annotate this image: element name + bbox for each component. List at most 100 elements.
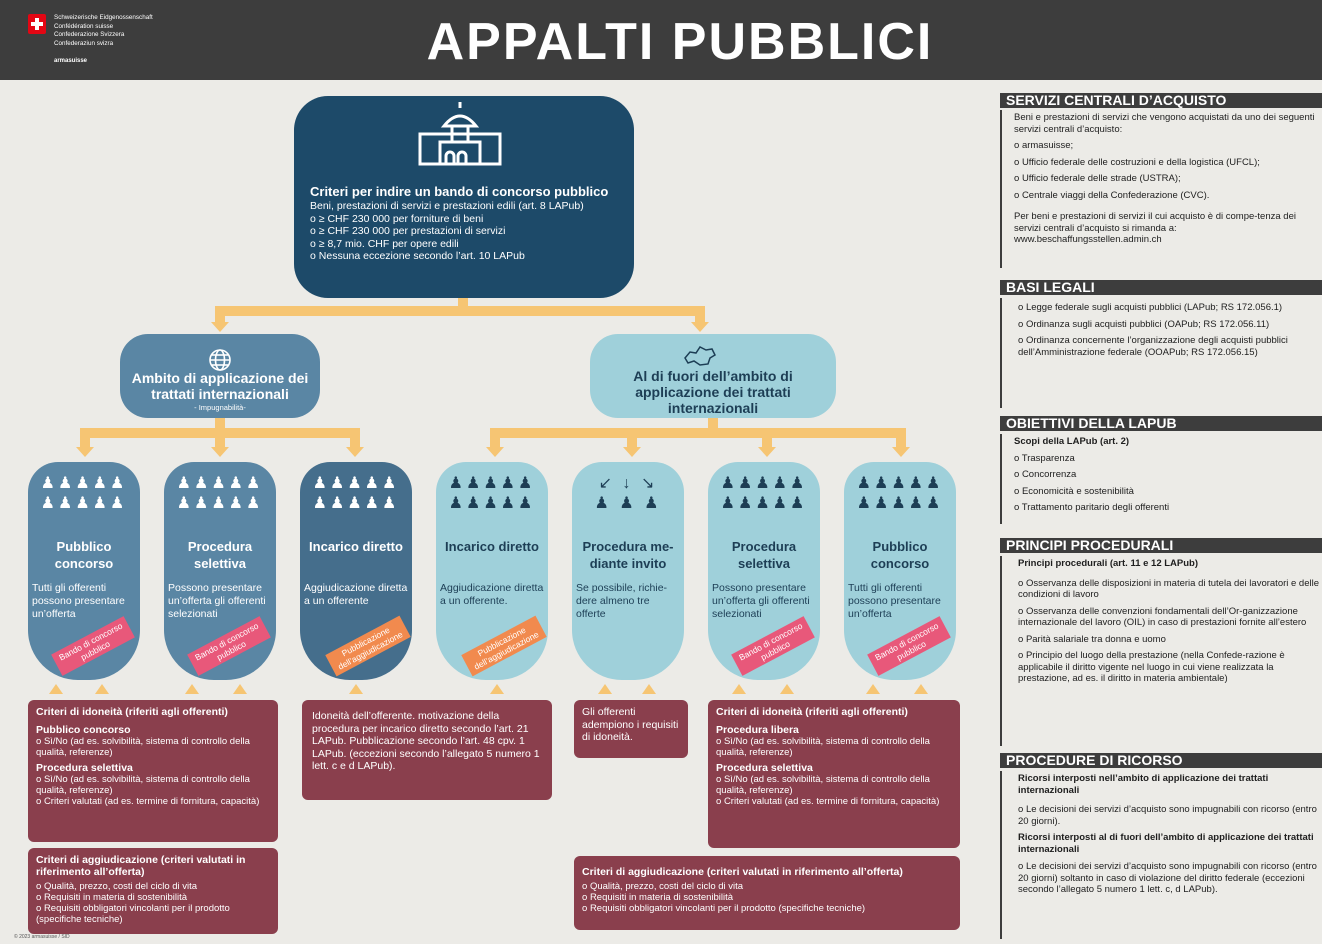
- header-bar: Schweizerische Eidgenossenschaft Confédé…: [0, 0, 1322, 80]
- criteria-box: Criteri per indire un bando di concorso …: [294, 96, 634, 298]
- box-item: Sì/No (ad es. solvibilità, sistema di co…: [716, 736, 952, 758]
- section-item: Economicità e sostenibilità: [1014, 486, 1322, 498]
- card-description: Tutti gli offerenti possono presentare u…: [32, 582, 125, 620]
- box-item: Requisiti obbligatori vincolanti per il …: [36, 903, 270, 925]
- section-item: Legge federale sugli acquisti pubblici (…: [1018, 302, 1322, 314]
- arrow-down-icon: [892, 447, 910, 457]
- section-item: Ordinanza concernente l’organizzazione d…: [1018, 335, 1322, 358]
- arrow-up-icon: [95, 684, 109, 694]
- box-title: Criteri di idoneità (riferiti agli offer…: [716, 706, 908, 718]
- arrow-up-icon: [642, 684, 656, 694]
- box-item: Sì/No (ad es. solvibilità, sistema di co…: [716, 774, 952, 796]
- arrow-up-icon: [914, 684, 928, 694]
- card-title: Procedura me-diante invito: [582, 539, 674, 571]
- section-principles: Principi procedurali (art. 11 e 12 LAPub…: [1000, 556, 1322, 746]
- box-title: Criteri di aggiudicazione (criteri valut…: [582, 866, 903, 878]
- scope-international-label: Ambito di applicazione dei trattati inte…: [131, 370, 309, 402]
- connector: [215, 418, 225, 432]
- arrow-up-icon: [780, 684, 794, 694]
- suitability-criteria-outside-box: Criteri di idoneità (riferiti agli offer…: [708, 700, 960, 848]
- connector: [762, 428, 772, 448]
- section-item: armasuisse;: [1014, 140, 1322, 152]
- section-heading-central-services: SERVIZI CENTRALI D’ACQUISTO: [1000, 93, 1322, 108]
- connector: [80, 428, 90, 448]
- connector: [458, 298, 468, 312]
- box-item: Requisiti obbligatori vincolanti per il …: [582, 903, 952, 914]
- direct-award-box: Idoneità dell’offerente. motivazione del…: [302, 700, 552, 800]
- arrow-down-icon: [623, 447, 641, 457]
- card-description: Aggiudicazione diretta a un offerente: [304, 582, 408, 607]
- criteria-list: ≥ CHF 230 000 per forniture di beni ≥ CH…: [310, 213, 610, 262]
- scope-international-note: - Impugnabilità-: [194, 403, 246, 412]
- section-heading-appeals: PROCEDURE DI RICORSO: [1000, 753, 1322, 768]
- box-title: Criteri di idoneità (riferiti agli offer…: [36, 706, 228, 718]
- box-subtitle: Procedura selettiva: [716, 762, 813, 774]
- card-title: Incarico diretto: [445, 539, 539, 554]
- arrow-down-icon: [211, 447, 229, 457]
- section-item: Ordinanza sugli acquisti pubblici (OAPub…: [1018, 319, 1322, 331]
- card-selective-procedure: ♟♟♟♟♟♟♟♟♟♟ Procedura selettiva Possono p…: [164, 462, 276, 680]
- section-item: Concorrenza: [1014, 469, 1322, 481]
- connector: [490, 428, 500, 448]
- award-criteria-outside-box: Criteri di aggiudicazione (criteri valut…: [574, 856, 960, 930]
- section-note: Per beni e prestazioni di servizi il cui…: [1014, 211, 1296, 245]
- card-description: Se possibile, richie-dere almeno tre off…: [576, 582, 668, 620]
- card-open-outside: ♟♟♟♟♟♟♟♟♟♟ Pubblico concorso Tutti gli o…: [844, 462, 956, 680]
- box-item: Sì/No (ad es. solvibilità, sistema di co…: [36, 774, 270, 796]
- box-item: Qualità, prezzo, costi del ciclo di vita: [582, 881, 952, 892]
- arrow-down-icon: [486, 447, 504, 457]
- criteria-title: Criteri per indire un bando di concorso …: [310, 184, 609, 199]
- tag-tender-notice: Bando di concorso pubblico: [867, 616, 951, 676]
- box-title: Criteri di aggiudicazione (criteri valut…: [36, 854, 246, 878]
- criteria-item: ≥ 8,7 mio. CHF per opere edili: [310, 238, 610, 250]
- card-selective-outside: ♟♟♟♟♟♟♟♟♟♟ Procedura selettiva Possono p…: [708, 462, 820, 680]
- section-central-services: Beni e prestazioni di servizi che vengon…: [1000, 110, 1322, 268]
- criteria-item: Nessuna eccezione secondo l’art. 10 LAPu…: [310, 250, 610, 262]
- card-direct-award-outside: ♟♟♟♟♟♟♟♟♟♟ Incarico diretto Aggiudicazio…: [436, 462, 548, 680]
- connector: [896, 428, 906, 448]
- people-group-icon: ♟♟♟♟♟♟♟♟♟♟: [448, 475, 536, 512]
- card-open-procedure: ♟♟♟♟♟♟♟♟♟♟ Pubblico concorso Tutti gli o…: [28, 462, 140, 680]
- tag-tender-notice: Bando di concorso pubblico: [187, 616, 271, 676]
- logo-subtitle: armasuisse: [54, 58, 88, 64]
- people-group-icon: ♟♟♟♟♟♟♟♟♟♟: [856, 475, 944, 512]
- section-item: Osservanza delle disposizioni in materia…: [1018, 578, 1322, 601]
- arrow-down-icon: [211, 322, 229, 332]
- logo-line: Confederazione Svizzera: [54, 31, 125, 38]
- card-title: Incarico diretto: [309, 539, 403, 554]
- arrow-up-icon: [598, 684, 612, 694]
- scope-outside-label: Al di fuori dell’ambito di applicazione …: [633, 368, 793, 416]
- card-description: Tutti gli offerenti possono presentare u…: [848, 582, 941, 620]
- box-item: Qualità, prezzo, costi del ciclo di vita: [36, 881, 270, 892]
- arrow-down-icon: [758, 447, 776, 457]
- section-item: Centrale viaggi della Confederazione (CV…: [1014, 190, 1322, 202]
- section-item: Trattamento paritario degli offerenti: [1014, 502, 1322, 514]
- section-heading-principles: PRINCIPI PROCEDURALI: [1000, 538, 1322, 553]
- connector: [350, 428, 360, 448]
- section-heading-objectives: OBIETTIVI DELLA LAPUB: [1000, 416, 1322, 431]
- section-item: Ufficio federale delle strade (USTRA);: [1014, 173, 1322, 185]
- section-item: Le decisioni dei servizi d’acquisto sono…: [1018, 804, 1322, 827]
- arrow-down-icon: [691, 322, 709, 332]
- arrow-up-icon: [732, 684, 746, 694]
- section-intro: Beni e prestazioni di servizi che vengon…: [1014, 112, 1315, 135]
- section-item: Osservanza delle convenzioni fondamental…: [1018, 606, 1322, 629]
- scope-international: Ambito di applicazione dei trattati inte…: [120, 334, 320, 418]
- box-subtitle: Procedura libera: [716, 724, 799, 736]
- connector: [695, 306, 705, 324]
- invitation-box: Gli offerenti adempiono i requisiti di i…: [574, 700, 688, 758]
- connector: [627, 428, 637, 448]
- switzerland-map-icon: [684, 346, 716, 366]
- section-item: Parità salariale tra donna e uomo: [1018, 634, 1322, 646]
- criteria-item: ≥ CHF 230 000 per forniture di beni: [310, 213, 610, 225]
- connector: [708, 418, 718, 432]
- card-direct-award: ♟♟♟♟♟♟♟♟♟♟ Incarico diretto Aggiudicazio…: [300, 462, 412, 680]
- section-subtitle: Scopi della LAPub (art. 2): [1014, 436, 1130, 447]
- box-item: Requisiti in materia di sostenibilità: [582, 892, 952, 903]
- box-subtitle: Pubblico concorso: [36, 724, 131, 736]
- suitability-criteria-box: Criteri di idoneità (riferiti agli offer…: [28, 700, 278, 842]
- people-group-icon: ♟♟♟♟♟♟♟♟♟♟: [312, 475, 400, 512]
- tag-award-publication: Pubblicazione dell’aggiudicazione: [325, 615, 411, 677]
- card-invitation-procedure: ↙ ↓ ↘♟ ♟ ♟ Procedura me-diante invito Se…: [572, 462, 684, 680]
- federal-palace-icon: [418, 102, 502, 166]
